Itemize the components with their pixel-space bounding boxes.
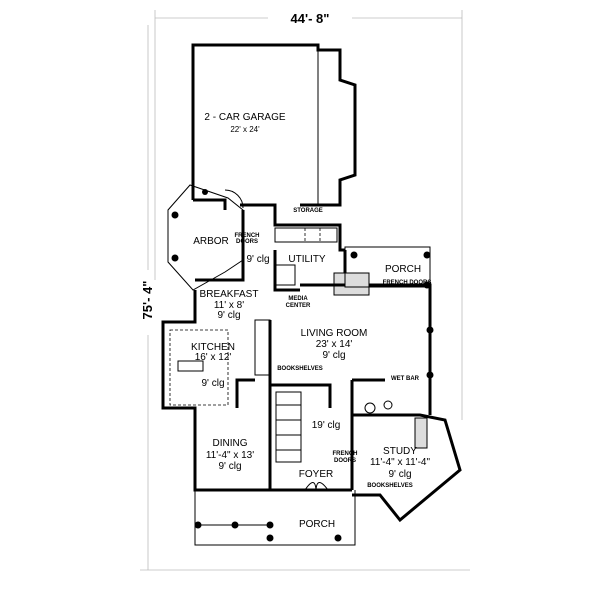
depth-dimension: 75'- 4" bbox=[140, 281, 155, 320]
hall-ceiling: 9' clg bbox=[246, 254, 269, 265]
living-room-size: 23' x 14' bbox=[316, 339, 353, 350]
dimension-lines bbox=[140, 10, 470, 571]
breakfast-label: BREAKFAST bbox=[200, 289, 259, 300]
width-dimension: 44'- 8" bbox=[291, 11, 330, 26]
rear-porch-label: PORCH bbox=[385, 264, 421, 275]
study-size: 11'-4" x 11'-4" bbox=[370, 457, 430, 468]
media-center-label: MEDIA bbox=[288, 296, 308, 302]
garage-size: 22' x 24' bbox=[230, 125, 260, 134]
service-walls bbox=[195, 203, 345, 292]
foyer-ceiling: 19' clg bbox=[312, 420, 341, 431]
house-walls bbox=[161, 250, 462, 523]
study-ceiling: 9' clg bbox=[388, 469, 411, 480]
garage-walls bbox=[191, 43, 357, 210]
breakfast-size: 11' x 8' bbox=[214, 300, 244, 311]
study-french-doors-label-2: DOORS bbox=[334, 458, 356, 464]
arbor-outline bbox=[167, 184, 244, 291]
garage-label: 2 - CAR GARAGE bbox=[204, 112, 285, 123]
living-bookshelves-label: BOOKSHELVES bbox=[277, 366, 323, 372]
living-room-label: LIVING ROOM bbox=[301, 328, 368, 339]
arbor-label: ARBOR bbox=[193, 236, 229, 247]
foyer-label: FOYER bbox=[299, 469, 333, 480]
living-room-ceiling: 9' clg bbox=[322, 350, 345, 361]
rear-porch-french-doors: FRENCH DOORS bbox=[383, 280, 432, 286]
dining-size: 11'-4" x 13' bbox=[206, 450, 254, 461]
kitchen-size: 16' x 12' bbox=[195, 352, 232, 363]
kitchen-label: KITCHEN bbox=[191, 342, 235, 353]
media-center-label-2: CENTER bbox=[286, 303, 311, 309]
study-label: STUDY bbox=[383, 446, 417, 457]
arbor-french-doors-label-2: DOORS bbox=[236, 239, 258, 245]
front-porch-label: PORCH bbox=[299, 519, 335, 530]
dining-label: DINING bbox=[213, 438, 248, 449]
study-bookshelves-label: BOOKSHELVES bbox=[367, 483, 413, 489]
wet-bar-label: WET BAR bbox=[391, 376, 420, 382]
storage-label: STORAGE bbox=[293, 208, 323, 214]
study-french-doors-label: FRENCH bbox=[333, 451, 358, 457]
arbor-french-doors-label: FRENCH bbox=[235, 233, 260, 239]
porches bbox=[194, 246, 434, 546]
breakfast-ceiling: 9' clg bbox=[217, 310, 240, 321]
utility-label: UTILITY bbox=[288, 254, 326, 265]
dining-ceiling: 9' clg bbox=[218, 461, 241, 472]
kitchen-ceiling: 9' clg bbox=[201, 378, 224, 389]
